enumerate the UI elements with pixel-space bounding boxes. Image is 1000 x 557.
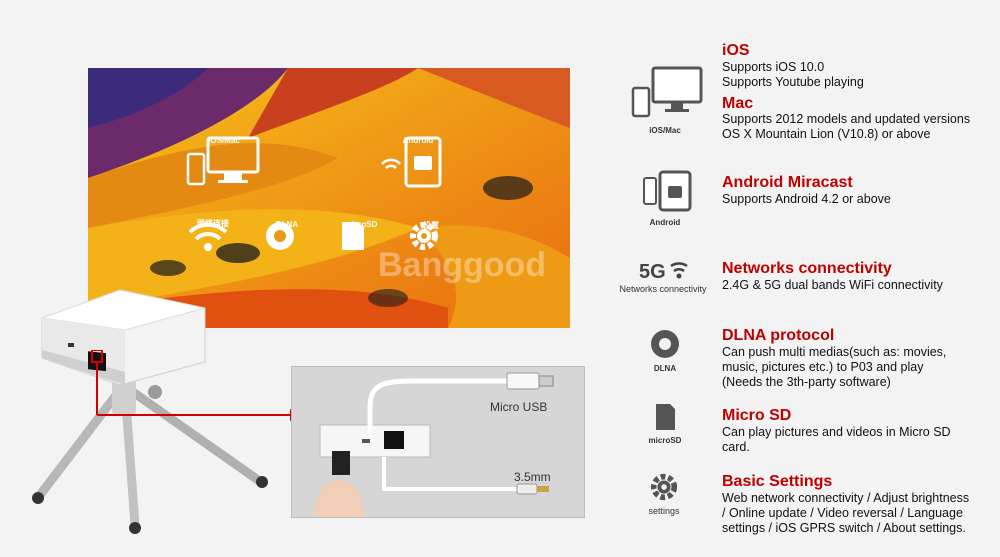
feature-icon-label: Android bbox=[649, 218, 681, 227]
dlna-icon bbox=[651, 330, 679, 358]
audio-jack-label: 3.5mm bbox=[514, 470, 551, 484]
feature-desc-dlna: Can push multi medias(such as: movies, m… bbox=[722, 345, 946, 390]
svg-text:5G: 5G bbox=[639, 261, 666, 283]
port-detail-panel: Micro USB 3.5mm bbox=[291, 366, 585, 518]
android-icon bbox=[381, 136, 442, 188]
wifi-icon bbox=[188, 222, 228, 251]
feather-background bbox=[88, 68, 570, 328]
port-detail-illustration bbox=[314, 372, 554, 517]
screen-icon-wifi: 网络连接 bbox=[188, 218, 238, 251]
feature-title-settings: Basic Settings bbox=[722, 473, 833, 490]
feature-icon-settings: settings bbox=[636, 472, 692, 516]
feature-desc-line: / Online update / Video reversal / Langu… bbox=[722, 506, 963, 520]
microsd-icon bbox=[656, 404, 675, 430]
screen-icon-label: Android bbox=[402, 136, 434, 145]
feature-desc-line: Supports 2012 models and updated version… bbox=[722, 112, 971, 126]
feature-icon-microsd: microSD bbox=[638, 402, 692, 445]
feature-icon-network: 5G Networks connectivity bbox=[608, 256, 718, 294]
feature-icon-label: settings bbox=[648, 506, 680, 516]
feature-desc-line: settings / iOS GPRS switch / About setti… bbox=[722, 521, 966, 535]
feature-title-microsd: Micro SD bbox=[722, 407, 792, 424]
pointer-arrow bbox=[91, 350, 302, 421]
feature-desc-line: 2.4G & 5G dual bands WiFi connectivity bbox=[722, 278, 943, 292]
feature-title-network: Networks connectivity bbox=[722, 260, 892, 277]
screen-icon-dlna: DLNA bbox=[264, 220, 310, 250]
dlna-icon bbox=[266, 222, 294, 250]
feature-desc-line: music, pictures etc.) to P03 and play bbox=[722, 360, 924, 374]
feature-desc-settings: Web network connectivity / Adjust bright… bbox=[722, 491, 969, 536]
feature-desc-line: OS X Mountain Lion (V10.8) or above bbox=[722, 127, 931, 141]
feature-icon-android: Android bbox=[620, 170, 710, 227]
feature-desc-mac: Supports 2012 models and updated version… bbox=[722, 112, 970, 142]
feature-desc-line: Supports iOS 10.0 bbox=[722, 60, 825, 74]
feature-desc-line: Supports Youtube playing bbox=[722, 75, 864, 89]
projected-screen: iOS/Mac Android 网络连接 DLNA microSD bbox=[88, 68, 570, 328]
feature-icon-label: Networks connectivity bbox=[619, 284, 707, 294]
android-icon bbox=[643, 170, 692, 212]
screen-icon-settings: 设置 bbox=[408, 220, 454, 250]
feature-title-mac: Mac bbox=[722, 95, 754, 112]
feature-desc-line: Can push multi medias(such as: movies, bbox=[722, 345, 947, 359]
settings-icon bbox=[650, 473, 678, 501]
screen-icon-ios-mac: iOS/Mac bbox=[184, 136, 264, 186]
feature-desc-line: (Needs the 3th-party software) bbox=[722, 375, 891, 389]
feature-icon-label: iOS/Mac bbox=[649, 126, 681, 135]
feature-desc-network: 2.4G & 5G dual bands WiFi connectivity bbox=[722, 278, 943, 293]
feature-desc-line: Can play pictures and videos in Micro SD bbox=[722, 425, 951, 439]
watermark: Banggood bbox=[378, 246, 547, 284]
feature-title-dlna: DLNA protocol bbox=[722, 327, 835, 344]
settings-icon bbox=[410, 222, 438, 250]
feature-icon-label: microSD bbox=[648, 436, 682, 445]
screen-icon-label: iOS/Mac bbox=[208, 136, 240, 145]
ios-mac-icon bbox=[631, 66, 703, 118]
feature-title-android: Android Miracast bbox=[722, 174, 853, 191]
feature-desc-microsd: Can play pictures and videos in Micro SD… bbox=[722, 425, 951, 455]
feature-desc-android: Supports Android 4.2 or above bbox=[722, 192, 891, 207]
micro-usb-label: Micro USB bbox=[490, 400, 548, 414]
screen-icon-microsd: microSD bbox=[338, 220, 384, 250]
feature-desc-line: card. bbox=[722, 440, 750, 454]
feature-desc-ios: Supports iOS 10.0 Supports Youtube playi… bbox=[722, 60, 864, 90]
feature-icon-dlna: DLNA bbox=[638, 328, 692, 373]
screen-icon-label: microSD bbox=[344, 220, 378, 229]
ios-mac-icon bbox=[186, 136, 260, 186]
projector-photo bbox=[32, 289, 268, 534]
5g-wifi-icon: 5G bbox=[639, 261, 688, 283]
screen-icon-android: Android bbox=[378, 136, 458, 188]
feature-title-ios: iOS bbox=[722, 42, 750, 59]
feature-desc-line: Web network connectivity / Adjust bright… bbox=[722, 491, 970, 505]
microsd-icon bbox=[342, 222, 364, 250]
feature-icon-ios-mac: iOS/Mac bbox=[620, 66, 710, 135]
feature-desc-line: Supports Android 4.2 or above bbox=[722, 192, 891, 206]
feature-icon-label: DLNA bbox=[653, 364, 677, 373]
